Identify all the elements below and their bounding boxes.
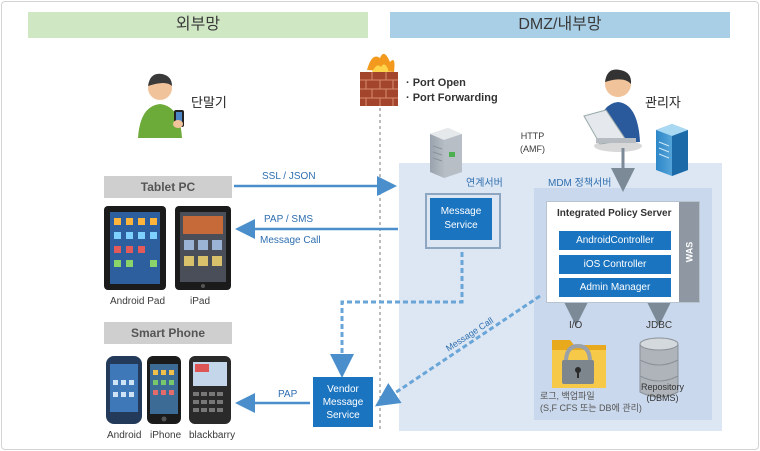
firewall-icon [360,53,398,106]
firewall-port-forwarding: · Port Forwarding [406,92,498,104]
vendor-label: Vendor Message Service [322,383,364,421]
firewall-port-open: · Port Open [406,77,466,89]
mdm-server-icon [656,124,688,176]
pap-sms-label: PAP / SMS [264,214,314,225]
message-service-to-vendor [330,244,464,378]
message-service-label: Message Service [440,206,482,231]
database-icon [639,337,679,398]
internal-zone-header: DMZ/내부망 [390,12,730,38]
ipad-label: iPad [190,296,211,307]
io-label: I/O [569,320,583,331]
ipad-device [175,206,231,290]
mdm-title: MDM 정책서버 [548,178,612,189]
iphone-label: iPhone [150,430,182,441]
pap-label: PAP [278,389,298,400]
terminal-user-icon [138,73,184,138]
external-zone-header: 외부망 [28,12,368,38]
was-bar: WAS [679,202,699,302]
vendor-message-service: Vendor Message Service [313,377,373,427]
android-controller: AndroidController [559,231,671,250]
jdbc-label: JDBC [646,320,673,331]
link-server-icon [430,128,462,178]
message-service-box: Message Service [430,198,492,240]
admin-manager: Admin Manager [559,278,671,297]
terminal-label: 단말기 [191,95,227,110]
repository-label: Repository (DBMS) [641,382,685,403]
blackberry-label: blackbarry [189,430,236,441]
android-pad-label: Android Pad [110,296,166,307]
was-label: WAS [684,241,695,263]
backup-files-label: 로그, 백업파일 (S,F CFS 또는 DB에 관리) [540,391,642,413]
blackberry-device [189,356,231,424]
admin-user-icon [583,69,642,152]
ssl-json-label: SSL / JSON [262,171,316,182]
message-call-diagonal [375,294,541,407]
integrated-policy-server: Integrated Policy Server AndroidControll… [546,201,700,303]
http-amf-label: HTTP (AMF) [520,131,545,154]
firewall-notes: · Port Open · Port Forwarding [406,76,498,106]
message-call-label: Message Call [260,235,321,246]
admin-label: 관리자 [645,95,681,110]
android-phone-device [106,356,142,424]
link-server-title: 연계서버 [466,178,503,189]
android-pad-device [104,206,166,290]
tablet-pc-header: Tablet PC [104,176,232,198]
smart-phone-header: Smart Phone [104,322,232,344]
ips-title: Integrated Policy Server [557,208,672,219]
ios-controller: iOS Controller [559,255,671,274]
iphone-device [147,356,181,424]
backup-folder-icon [552,340,606,388]
android-label: Android [107,430,142,441]
